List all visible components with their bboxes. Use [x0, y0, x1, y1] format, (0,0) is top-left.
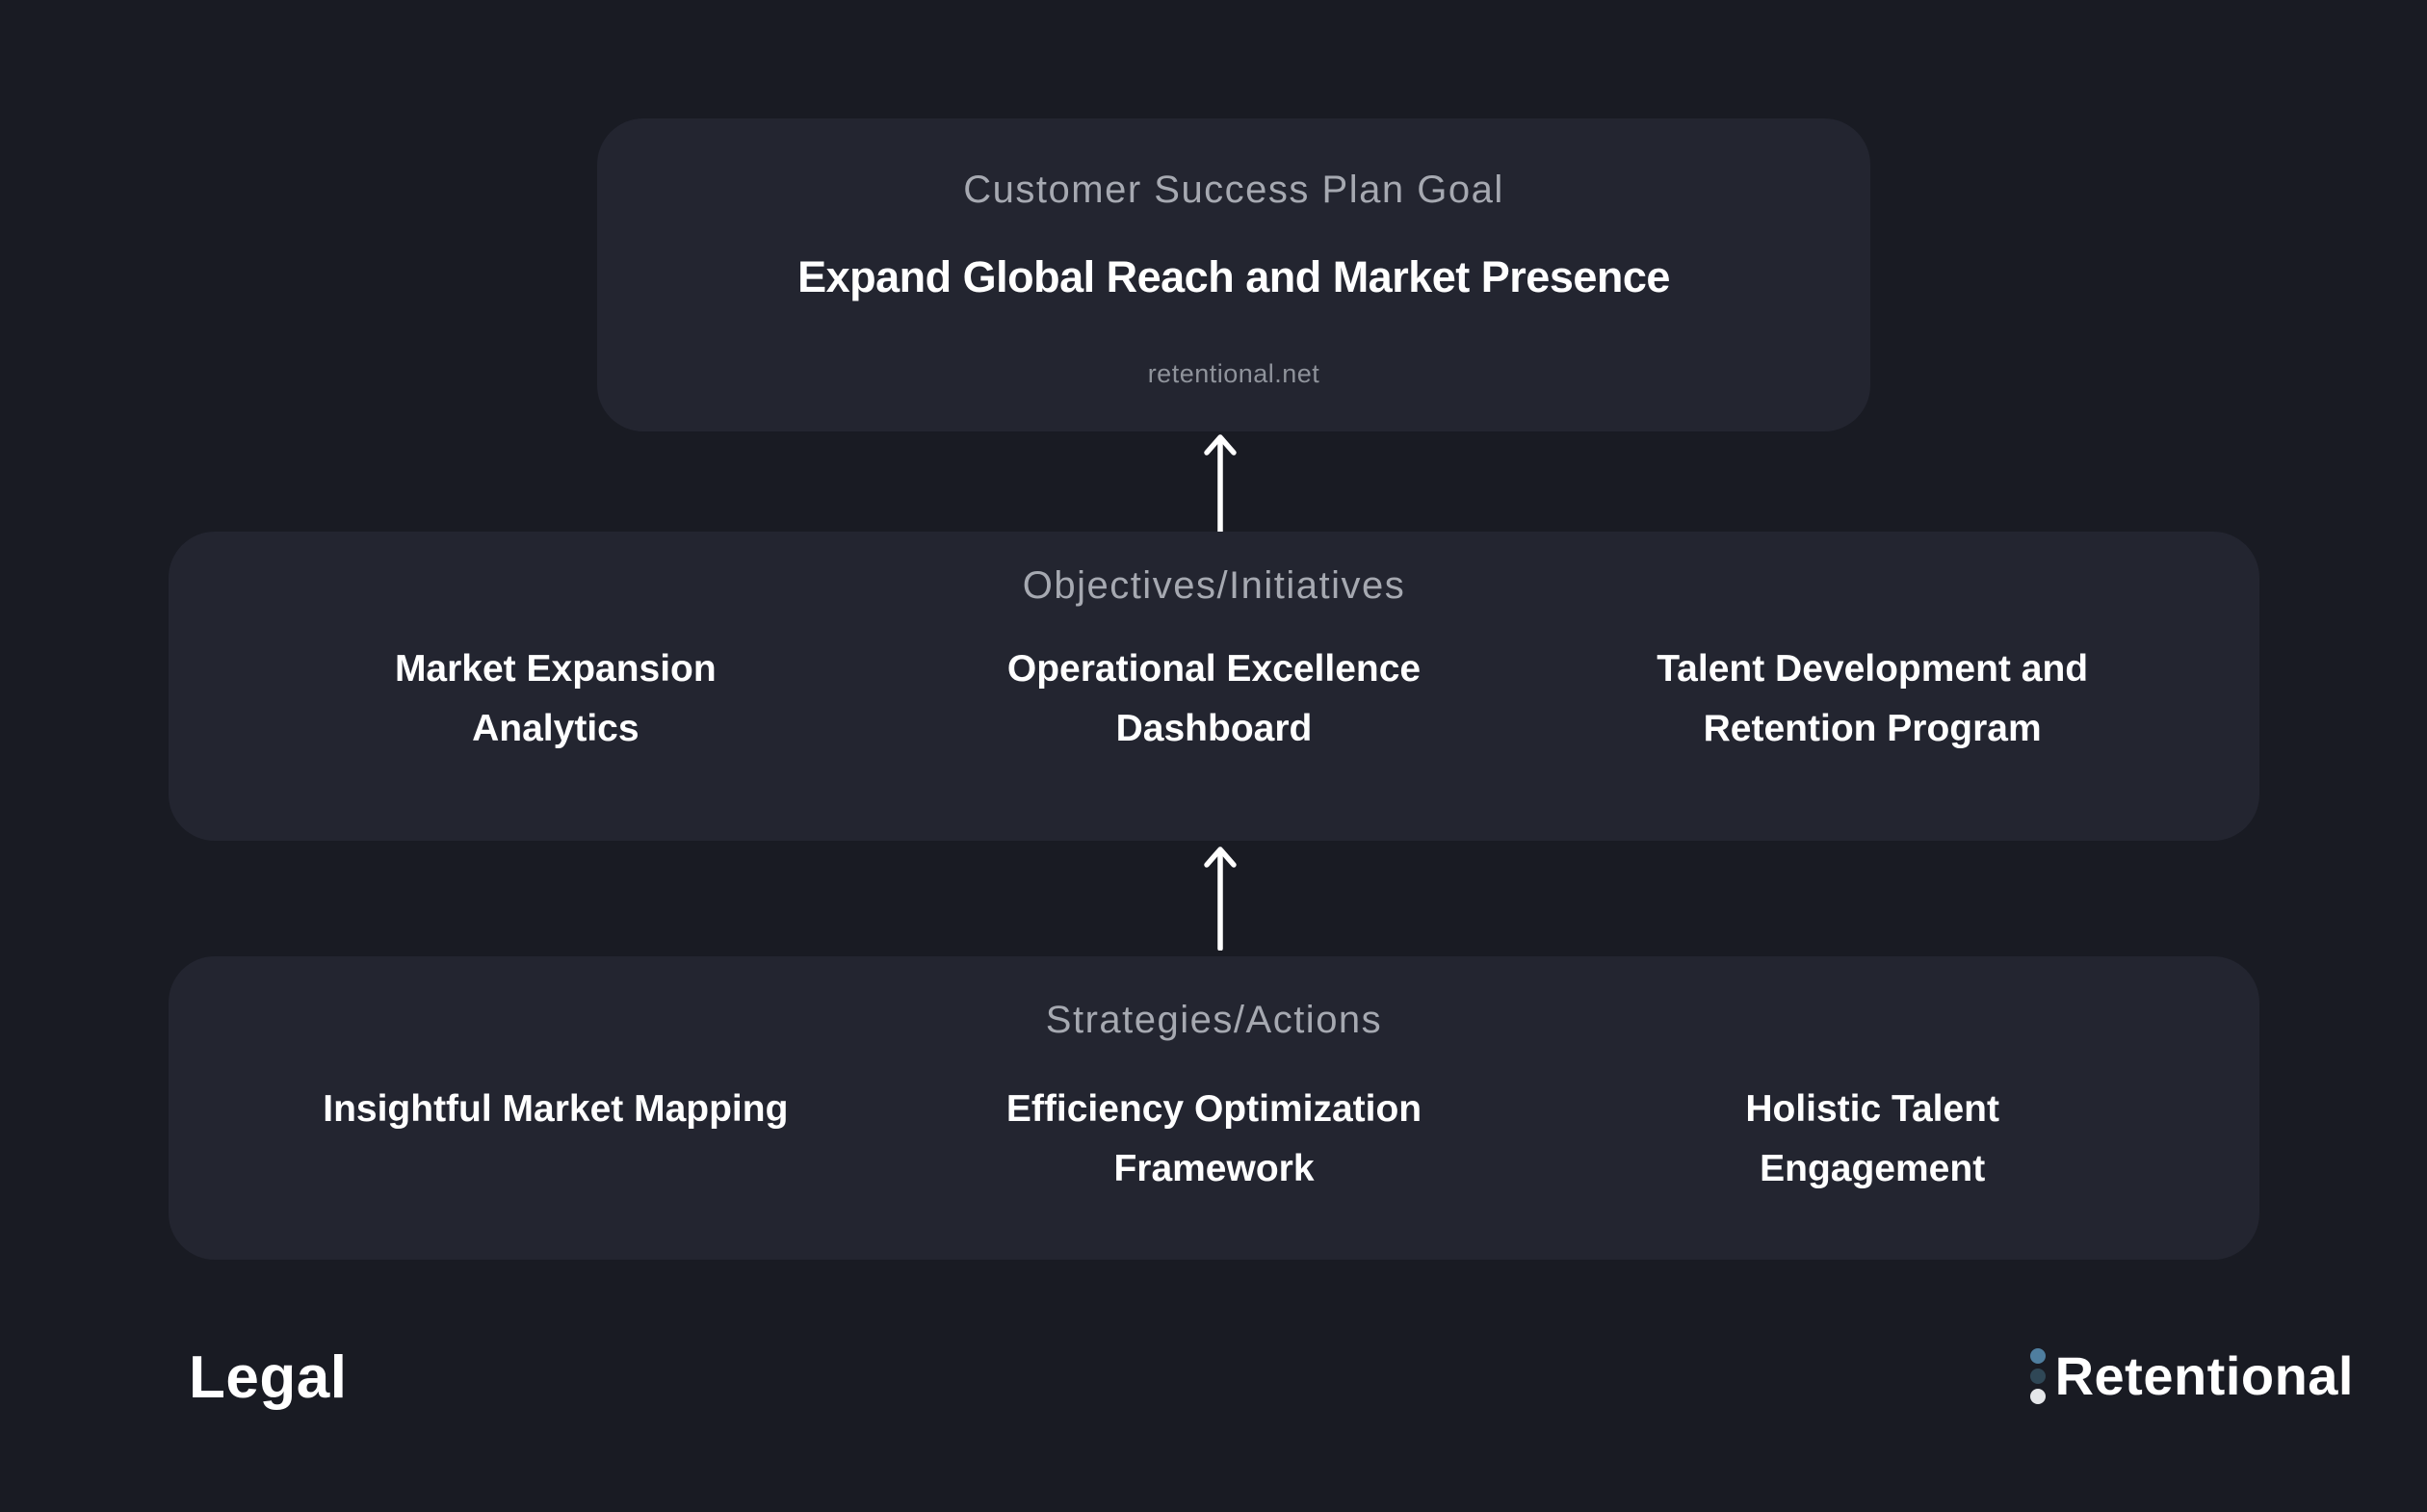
strategy-item: Insightful Market Mapping — [323, 1088, 789, 1130]
strategies-card: Strategies/Actions Insightful Market Map… — [169, 956, 2259, 1260]
logo-dot-middle — [2029, 1369, 2046, 1384]
objective-item: Market Expansion Analytics — [394, 648, 717, 749]
objective-item: Talent Development and Retention Program — [1657, 648, 2089, 749]
goal-title: Expand Global Reach and Market Presence — [797, 252, 1670, 301]
goal-website-text: retentional.net — [1147, 359, 1320, 388]
objective-item: Operational Excellence Dashboard — [1006, 648, 1422, 749]
strategy-item: Holistic Talent Engagement — [1745, 1088, 1999, 1189]
strategies-card-label: Strategies/Actions — [1045, 999, 1383, 1041]
brand-logo-icon — [2029, 1348, 2046, 1404]
objectives-items-row: Market Expansion Analytics Operational E… — [169, 639, 2259, 759]
logo-dot-bottom — [2029, 1389, 2046, 1404]
objectives-card: Objectives/Initiatives Market Expansion … — [169, 532, 2259, 841]
objectives-card-label: Objectives/Initiatives — [1022, 564, 1406, 607]
arrow-up-icon — [1199, 430, 1241, 534]
brand-name: Retentional — [2054, 1345, 2354, 1406]
strategies-items-row: Insightful Market Mapping Efficiency Opt… — [169, 1080, 2259, 1199]
brand-logo: Retentional — [2029, 1345, 2354, 1406]
strategy-item: Efficiency Optimization Framework — [1005, 1088, 1422, 1189]
arrow-up-icon — [1199, 843, 1241, 951]
legal-heading: Legal — [189, 1344, 348, 1411]
logo-dot-top — [2029, 1348, 2046, 1364]
goal-card-label: Customer Success Plan Goal — [963, 169, 1504, 211]
goal-card: Customer Success Plan Goal Expand Global… — [597, 118, 1870, 431]
